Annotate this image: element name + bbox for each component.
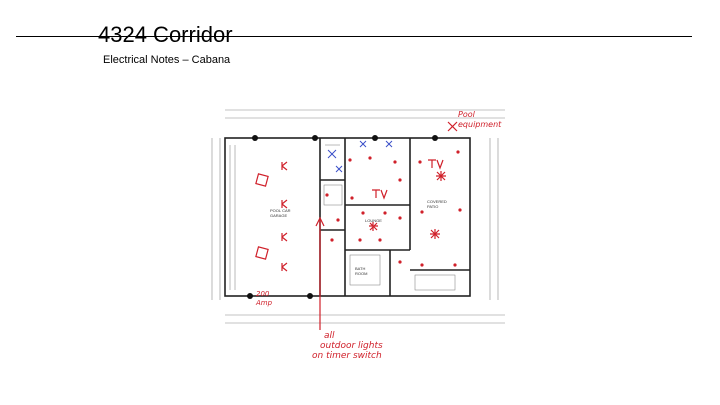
red-markings (255, 121, 458, 330)
note-equipment: equipment (458, 120, 502, 129)
slide-title: 4324 Corridor (98, 22, 233, 47)
blue-symbols (327, 140, 393, 173)
wall-posts (247, 135, 438, 299)
building-walls (224, 137, 471, 297)
label-garage: POOL CAR (270, 208, 291, 213)
note-pool: Pool (458, 110, 476, 119)
garage-details (229, 144, 456, 291)
label-bath-2: ROOM (355, 271, 367, 276)
red-light-dots (325, 150, 462, 267)
dimension-lines (211, 109, 505, 324)
label-patio: COVERED (427, 199, 447, 204)
title-rule (16, 36, 692, 37)
note-timer-switch: on timer switch (312, 351, 382, 360)
note-outdoor-lights: outdoor lights (320, 341, 383, 351)
floor-plan: POOL CAR GARAGE LOUNGE COVERED PATIO BAT… (211, 109, 505, 360)
label-lounge: LOUNGE (365, 218, 382, 223)
note-all: all (324, 331, 335, 341)
label-garage-2: GARAGE (270, 213, 287, 218)
note-200: 200 (256, 290, 270, 298)
label-bath: BATH (355, 266, 365, 271)
slide-subtitle: Electrical Notes – Cabana (103, 54, 231, 66)
label-patio-2: PATIO (427, 204, 438, 209)
note-amp: Amp (255, 299, 273, 307)
